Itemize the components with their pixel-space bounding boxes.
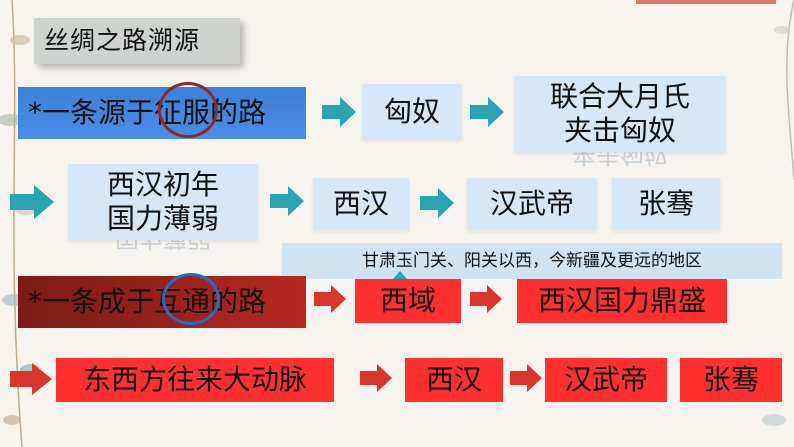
row2-box-western-han: 西汉 [313,178,409,230]
row4-box-western-han: 西汉 [405,358,503,402]
row1-box-alliance: 联合大月氏 夹击匈奴 [514,76,726,152]
arrow-right-icon [510,364,542,392]
alliance-line2: 夹击匈奴 [563,114,676,147]
reflection: 国力薄弱 [68,240,258,258]
arrow-right-icon [322,97,356,127]
reflection: 夹击匈奴 [514,152,726,174]
arrow-right-icon [470,285,502,313]
row3-box-han-prosperity: 西汉国力鼎盛 [517,279,727,323]
row2-box-emperor-wu: 汉武帝 [467,178,597,230]
row4-box-artery: 东西方往来大动脉 [56,358,334,402]
row3-box-western-regions: 西域 [355,279,461,323]
page-title: 丝绸之路溯源 [34,18,240,64]
arrow-right-icon [10,363,52,395]
western-regions-note: 甘肃玉门关、阳关以西，今新疆及更远的地区 [282,243,782,279]
arrow-right-icon [270,186,304,216]
alliance-line1: 联合大月氏 [549,80,690,113]
top-accent-bar [636,0,776,4]
row4-box-zhang-qian: 张骞 [680,358,782,402]
arrow-up-icon [393,271,407,285]
floral-decoration-right [762,0,794,426]
row2-box-early-han: 西汉初年 国力薄弱 [68,164,258,240]
reflection-text: 夹击匈奴 [572,152,668,168]
highlight-circle-red [158,82,218,138]
early-han-line1: 西汉初年 [106,168,219,201]
row4-box-emperor-wu: 汉武帝 [545,358,667,402]
reflection-text: 国力薄弱 [115,240,211,258]
arrow-right-icon [420,188,454,218]
row2-box-zhang-qian: 张骞 [612,178,720,230]
arrow-right-icon [314,285,346,313]
arrow-right-icon [360,364,392,392]
arrow-right-icon [10,185,54,219]
early-han-line2: 国力薄弱 [106,202,219,235]
arrow-right-icon [470,97,504,127]
highlight-circle-blue [162,273,220,325]
row1-box-xiongnu: 匈奴 [362,84,462,140]
